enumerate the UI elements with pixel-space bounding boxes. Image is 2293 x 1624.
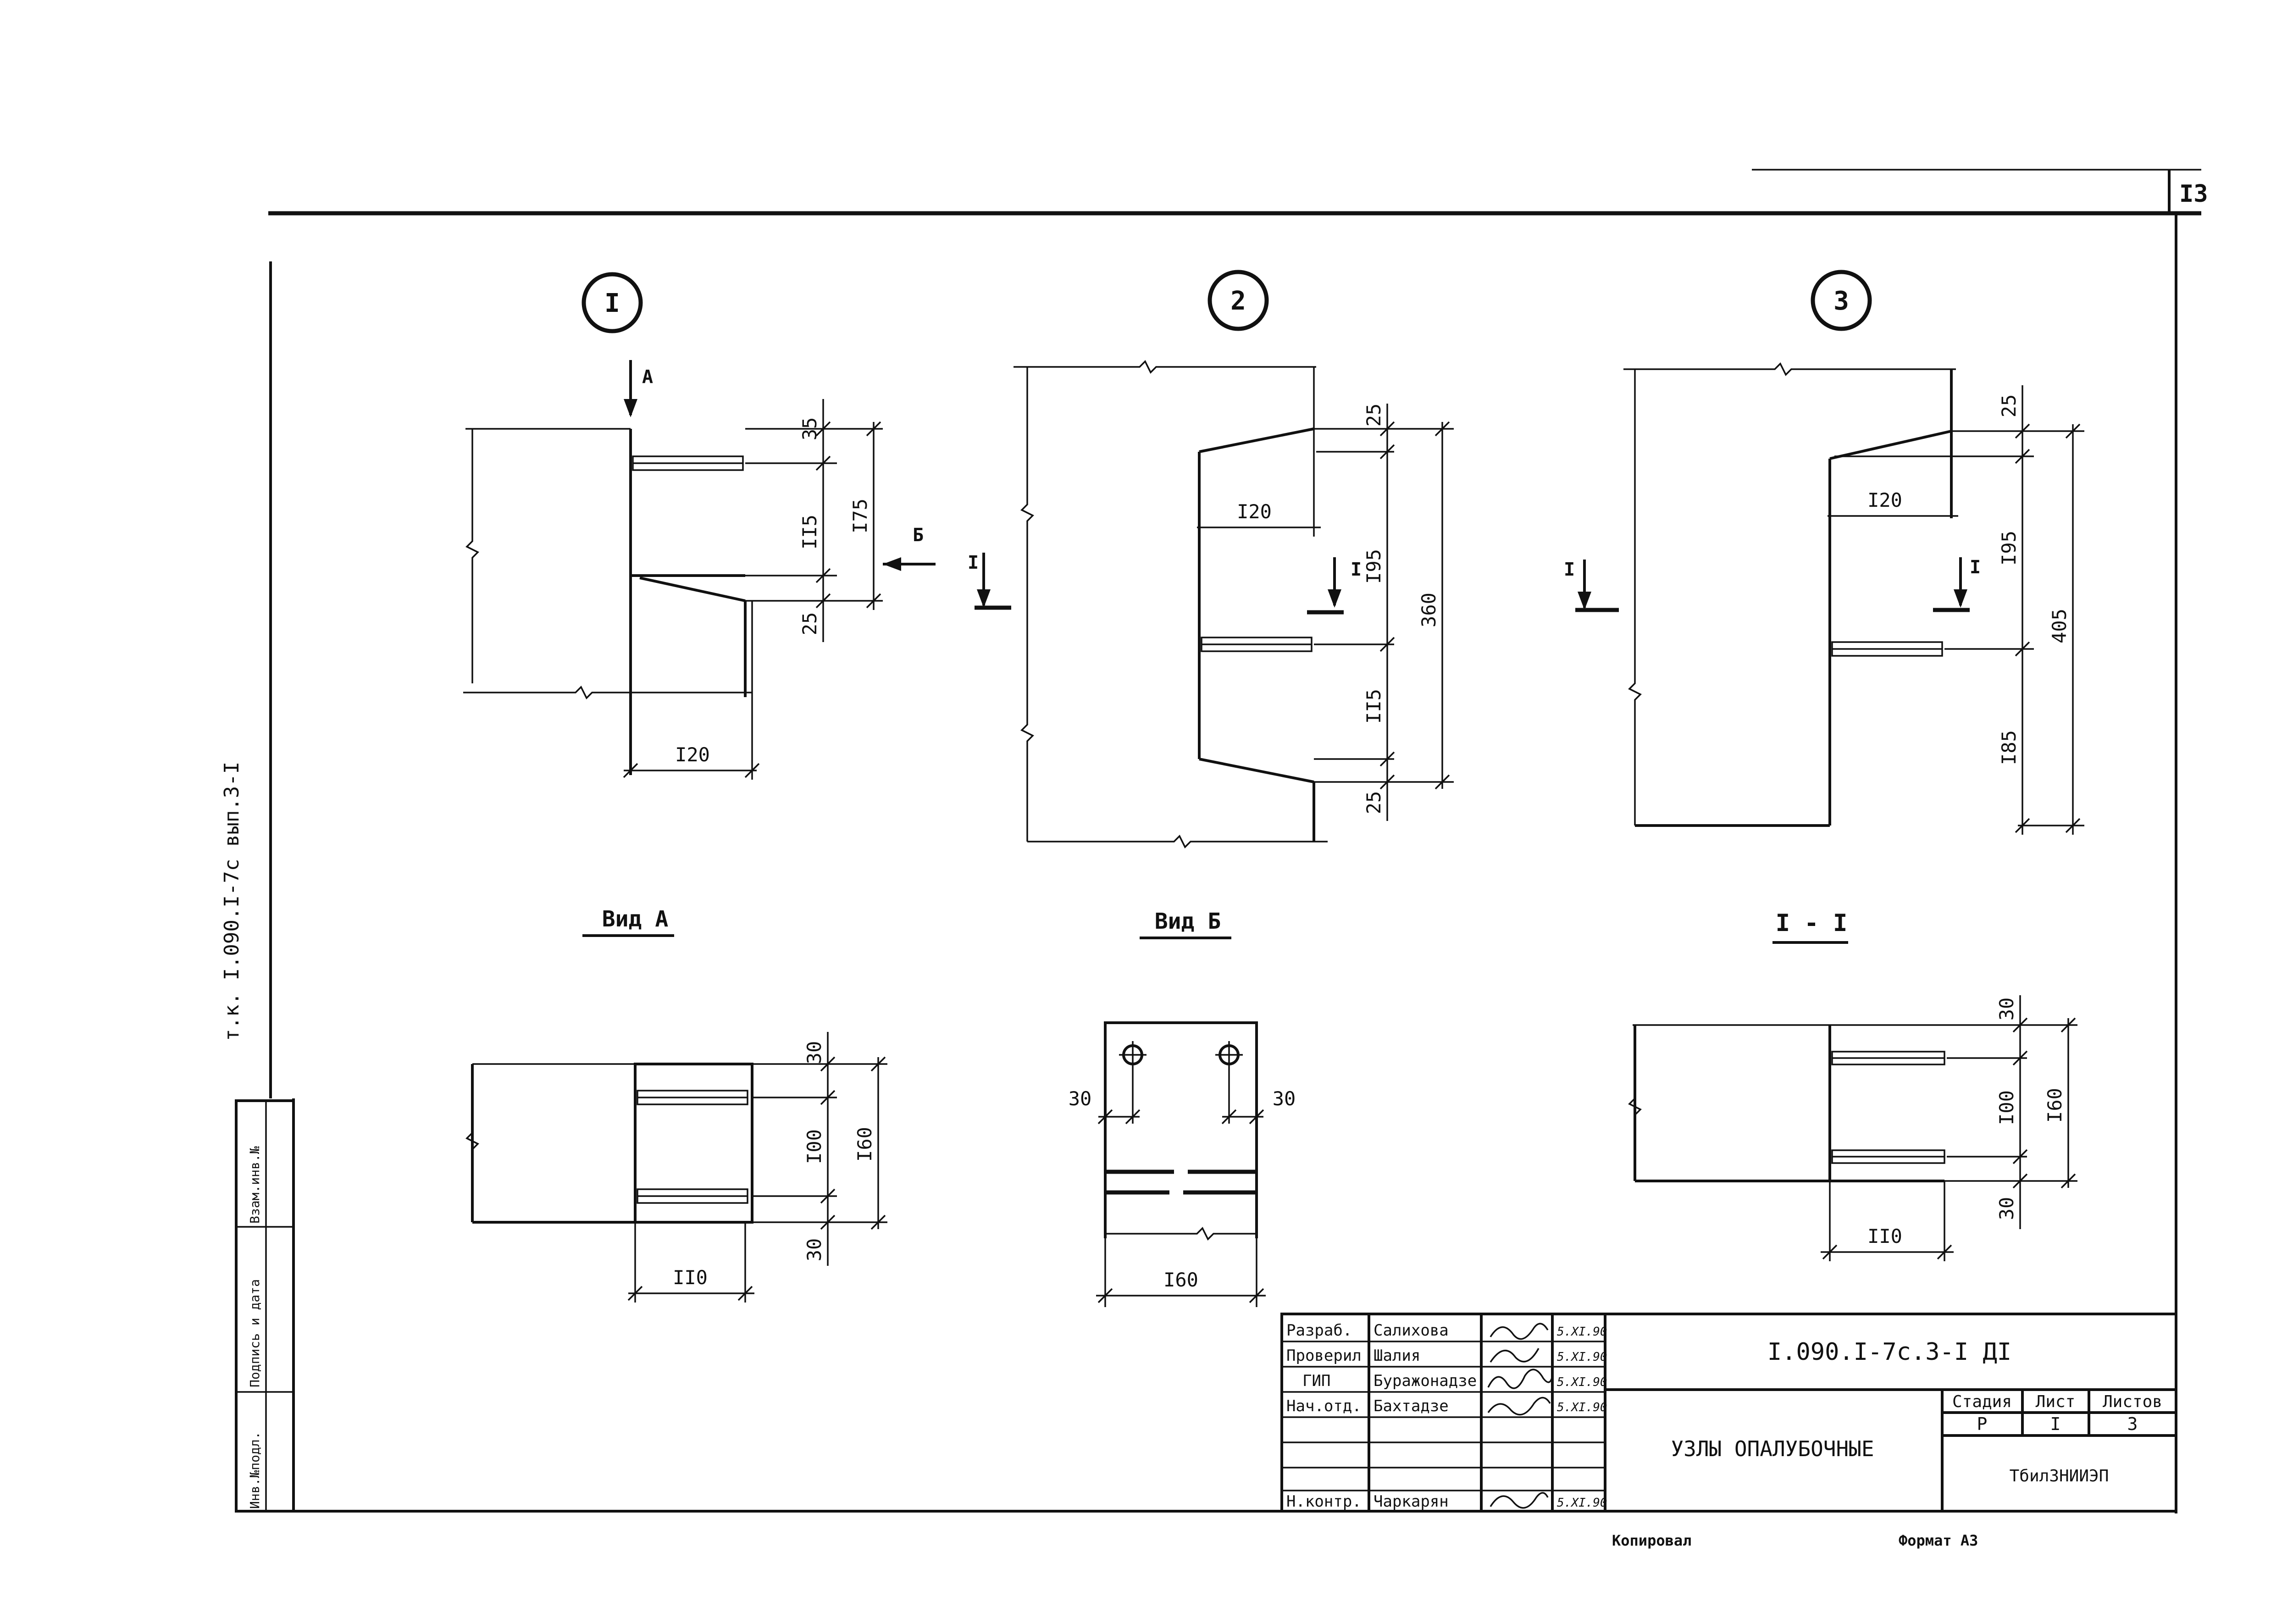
node-3-dim-top: 25 — [1998, 394, 2020, 418]
tb-role-6: Н.контр. — [1286, 1492, 1362, 1511]
view-b-dim-width: I60 — [1163, 1269, 1198, 1291]
footer-format: Формат А3 — [1899, 1532, 1978, 1549]
node-2-drawing: I20 I I 25 I95 II5 25 360 — [968, 360, 1454, 848]
title-block: Разраб. Салихова 5.XI.90 Проверил Шалия … — [1280, 1313, 2177, 1513]
tb-date-3: 5.XI.90 — [1557, 1401, 1607, 1414]
node-2-dim-total: 360 — [1418, 593, 1440, 627]
section-1-1-title: I - I — [1772, 909, 1848, 944]
view-a-drawing: 30 I00 30 I60 II0 — [465, 1032, 887, 1303]
node-3-dim-lower: I85 — [1998, 730, 2020, 765]
node-1-dim-bottom: 25 — [798, 612, 821, 636]
side-code: т.к. I.090.I-7с вып.3-I — [220, 762, 244, 1041]
side-stamp: Инв.№подл. Подпись и дата Взам.инв.№ — [235, 1099, 295, 1513]
signatures — [1487, 1323, 1553, 1509]
node-2-number: 2 — [1230, 286, 1246, 316]
node-3-dim-upper: I95 — [1998, 531, 2020, 565]
tb-name-0: Салихова — [1374, 1321, 1449, 1340]
view-b-title: Вид Б — [1140, 909, 1231, 939]
node-2-dim-width: I20 — [1237, 500, 1272, 523]
tb-name-3: Бахтадзе — [1374, 1397, 1449, 1415]
section-dim-middle: I00 — [1995, 1090, 2018, 1125]
view-a-title: Вид А — [582, 906, 674, 937]
view-a-dim-bottom: 30 — [803, 1238, 825, 1262]
tb-sheets: 3 — [2127, 1414, 2138, 1434]
tb-stage: Р — [1977, 1414, 1988, 1434]
stamp-inv-podl: Инв.№подл. — [247, 1431, 262, 1509]
tb-name-6: Чаркарян — [1374, 1492, 1449, 1511]
node-1-number: I — [604, 288, 620, 318]
view-b-title-text: Вид Б — [1155, 909, 1221, 934]
tb-sheet: I — [2050, 1414, 2061, 1434]
tb-sheet-header: Лист — [2036, 1392, 2076, 1411]
node-1-dim-width: I20 — [675, 743, 710, 766]
tb-sheets-header: Листов — [2103, 1392, 2162, 1411]
footer-copied: Копировал — [1612, 1532, 1691, 1549]
stamp-vzam-inv: Взам.инв.№ — [247, 1146, 262, 1224]
view-a-dim-width: II0 — [673, 1266, 708, 1289]
stamp-podpis-data: Подпись и дата — [247, 1279, 262, 1387]
page-number: I3 — [2179, 180, 2208, 208]
node-1-view-b-label: Б — [913, 525, 924, 546]
tb-organization: ТбилЗНИИЭП — [2010, 1467, 2109, 1485]
tb-date-6: 5.XI.90 — [1557, 1496, 1607, 1510]
node-3-section-right: I — [1970, 557, 1981, 578]
node-3-number: 3 — [1833, 286, 1849, 316]
tb-date-0: 5.XI.90 — [1557, 1325, 1607, 1339]
view-b-drawing: 30 30 I60 — [1069, 1021, 1296, 1307]
section-1-1-drawing: 30 I00 30 I60 II0 — [1628, 995, 2077, 1261]
section-dim-total: I60 — [2044, 1088, 2066, 1123]
node-3-section-left: I — [1564, 559, 1575, 580]
node-2-dim-top: 25 — [1363, 404, 1385, 427]
tb-date-2: 5.XI.90 — [1557, 1375, 1607, 1389]
node-2-dim-upper: I95 — [1363, 549, 1385, 584]
view-a-dim-top: 30 — [803, 1041, 825, 1064]
tb-role-2: ГИП — [1302, 1372, 1330, 1390]
node-1-marker: I — [582, 272, 643, 333]
node-1-dim-top: 35 — [798, 417, 821, 441]
section-dim-bottom: 30 — [1995, 1197, 2018, 1220]
node-2-section-left: I — [968, 552, 979, 573]
node-1-dim-total: I75 — [849, 499, 871, 533]
node-1-drawing: А Б 35 II5 25 I75 I20 — [463, 360, 936, 780]
node-2-section-right: I — [1351, 559, 1362, 580]
node-3-dim-width: I20 — [1867, 489, 1902, 511]
node-3-dim-total: 405 — [2048, 609, 2071, 643]
tb-name-2: Буражонадзе — [1374, 1372, 1477, 1390]
tb-title: УЗЛЫ ОПАЛУБОЧНЫЕ — [1671, 1436, 1874, 1461]
tb-role-3: Нач.отд. — [1286, 1397, 1362, 1415]
section-dim-width: II0 — [1867, 1225, 1902, 1247]
tb-name-1: Шалия — [1374, 1347, 1420, 1365]
section-1-1-title-text: I - I — [1776, 909, 1848, 937]
node-1-view-a-label: А — [642, 366, 653, 388]
tb-role-1: Проверил — [1286, 1347, 1362, 1365]
view-a-dim-middle: I00 — [803, 1129, 825, 1164]
node-2-dim-bottom: 25 — [1363, 791, 1385, 815]
section-dim-top: 30 — [1995, 998, 2018, 1021]
node-3-marker: 3 — [1811, 270, 1872, 331]
node-3-drawing: I20 I I 25 I95 I85 405 — [1564, 362, 2084, 835]
node-2-marker: 2 — [1207, 270, 1269, 331]
tb-stage-header: Стадия — [1952, 1392, 2012, 1411]
tb-date-1: 5.XI.90 — [1557, 1350, 1607, 1364]
view-a-title-text: Вид А — [602, 906, 669, 932]
node-1-dim-middle: II5 — [798, 515, 821, 549]
tb-role-0: Разраб. — [1286, 1321, 1352, 1340]
view-b-dim-right: 30 — [1273, 1087, 1296, 1110]
node-2-dim-lower: II5 — [1363, 689, 1385, 724]
tb-doc-code: I.090.I-7с.3-I ДI — [1767, 1338, 2011, 1366]
view-a-dim-total: I60 — [853, 1127, 876, 1162]
view-b-dim-left: 30 — [1069, 1087, 1092, 1110]
